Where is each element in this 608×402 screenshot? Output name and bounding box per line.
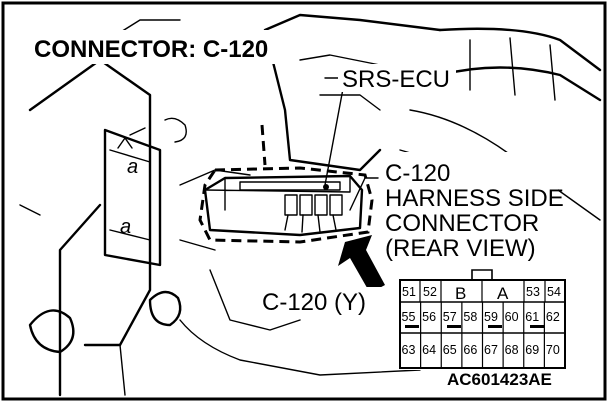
vehicle-body-drawing [19,13,602,397]
pin-60: 60 [505,310,519,324]
pin-67: 67 [484,343,498,357]
pin-53: 53 [526,285,540,299]
pin-52: 52 [423,285,437,299]
pin-letter-b: B [455,284,466,303]
connector-id-label: C-120 (Y) [262,289,366,316]
callout-line-2: HARNESS SIDE [385,185,564,212]
pin-62: 62 [546,310,560,324]
pin-65: 65 [443,343,457,357]
pin-letter-a: A [497,284,509,303]
callout-line-3: CONNECTOR [385,210,539,237]
ecu-dashed-lead [260,124,267,166]
pin-row-3: 63 64 65 66 67 68 69 70 [402,343,560,357]
panel-mark-a-lower: a [120,216,131,238]
srs-ecu-label: SRS-ECU [342,66,450,93]
pin-70: 70 [546,343,560,357]
pin-66: 66 [463,343,477,357]
pin-row-2: 55 56 57 58 59 60 61 62 [402,310,560,324]
pin-58: 58 [463,310,477,324]
callout-line-4: (REAR VIEW) [385,235,536,262]
callout-line-1: C-120 [385,160,450,187]
pin-56: 56 [422,310,436,324]
srs-ecu-unit [203,174,364,237]
connector-arrow [338,235,385,293]
pin-63: 63 [402,343,416,357]
connector-pin-face [398,269,568,370]
harness-leader [349,177,379,211]
ecu-highlight-outline [198,166,374,244]
srs-ecu-leader [324,77,346,186]
pin-54: 54 [547,285,561,299]
diagram-title: CONNECTOR: C-120 [34,36,268,63]
pin-69: 69 [525,343,539,357]
pin-57: 57 [443,310,457,324]
pin-64: 64 [422,343,436,357]
pin-55: 55 [402,310,416,324]
pin-51: 51 [402,285,416,299]
figure-code: AC601423AE [447,370,552,389]
pin-59: 59 [484,310,498,324]
pin-68: 68 [505,343,519,357]
pin-61: 61 [525,310,539,324]
panel-mark-a-upper: a [127,156,138,178]
